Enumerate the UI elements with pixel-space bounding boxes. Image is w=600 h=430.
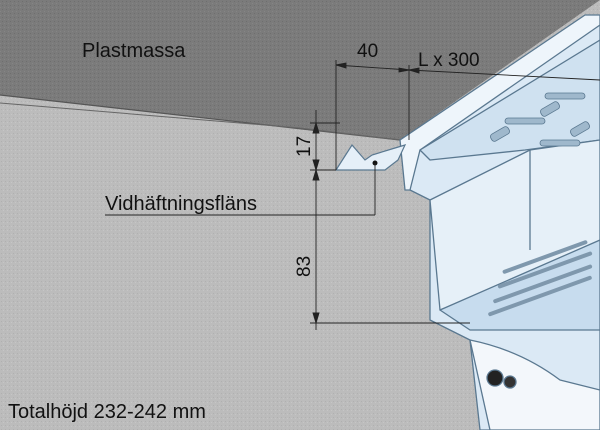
material-label: Plastmassa bbox=[82, 40, 186, 62]
adhesion-flange bbox=[334, 144, 407, 171]
length-dimension: L x 300 bbox=[418, 50, 480, 71]
flange-label: Vidhäftningsfläns bbox=[105, 193, 257, 215]
grate-holes bbox=[488, 240, 593, 317]
flange-width-dimension: 40 bbox=[357, 41, 378, 62]
plastic-layer bbox=[0, 0, 600, 140]
dimension-lines bbox=[105, 60, 600, 330]
lower-height-dimension: 83 bbox=[294, 256, 315, 277]
total-height-label: Totalhöjd 232-242 mm bbox=[8, 401, 206, 423]
flange-height-dimension: 17 bbox=[294, 136, 315, 157]
channel-slots bbox=[490, 92, 590, 147]
